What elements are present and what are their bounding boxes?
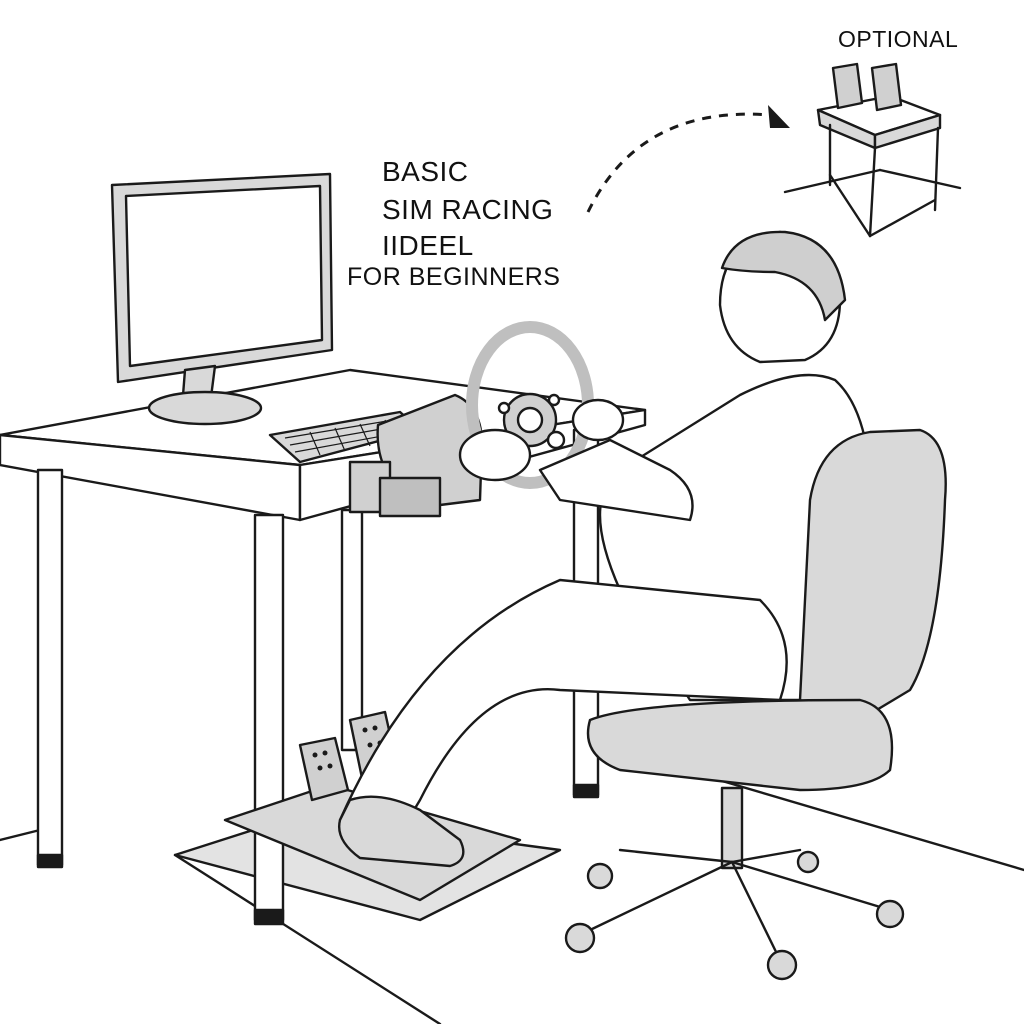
dashed-arrow-icon (586, 105, 790, 213)
title-line-1: BASIC (382, 156, 469, 187)
optional-label: OPTIONAL (838, 26, 959, 52)
title-line-4: FOR BEGINNERS (347, 263, 561, 291)
title-line-3: IIDEEL (382, 230, 474, 261)
optional-pedal-stand-icon (783, 62, 962, 238)
monitor-icon (110, 172, 334, 426)
title-line-2: SIM RACING (382, 194, 554, 225)
wheel-base (348, 393, 484, 518)
room-outline (0, 743, 1024, 1024)
office-chair-icon (564, 428, 947, 981)
